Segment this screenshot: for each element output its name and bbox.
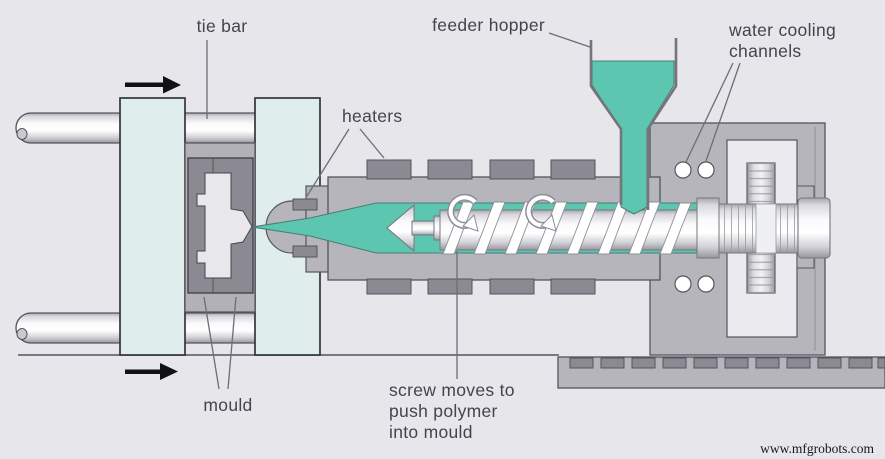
water-cooling-channels (674, 161, 715, 293)
machine-base (557, 356, 885, 389)
label-screw-note-line1: screw moves to (389, 380, 515, 400)
leader-lines (203, 32, 741, 390)
leader-heaters-2 (359, 128, 385, 159)
base-rack-teeth (569, 357, 885, 369)
screw-rotation-arrow-icon (525, 193, 557, 232)
watermark: www.mfgrobots.com (760, 441, 874, 456)
mould-cavity (196, 172, 253, 279)
barrel-heaters-top (366, 159, 596, 180)
label-water-cooling-line2: channels (729, 41, 801, 61)
clamp-direction-arrow-icon (125, 363, 178, 380)
label-water-cooling-line1: water cooling (728, 20, 836, 40)
feeder-hopper (589, 38, 678, 215)
leader-heaters-1 (306, 128, 350, 197)
moving-platen (119, 97, 186, 356)
screw (386, 193, 699, 255)
hopper-wall-right (646, 38, 678, 210)
leader-water-cooling-2 (705, 62, 741, 162)
label-screw-note-line3: into mould (389, 422, 473, 442)
label-feeder-hopper: feeder hopper (432, 15, 545, 35)
shaft-end-collar (797, 197, 831, 259)
label-screw-note-line2: push polymer (389, 401, 498, 421)
clamp-direction-arrow-icon (125, 76, 181, 94)
label-heaters: heaters (342, 106, 402, 126)
nozzle-heater-band-top (292, 198, 318, 211)
leader-mould-1 (203, 296, 220, 390)
label-tie-bar: tie bar (197, 16, 248, 36)
label-mould: mould (203, 395, 252, 415)
hopper-wall-left (589, 40, 623, 205)
drive-shaft (696, 197, 831, 259)
leader-feeder-hopper (548, 32, 591, 48)
barrel-heaters-bottom (366, 278, 596, 295)
mould-assembly (184, 142, 256, 313)
nozzle-heater-band-bottom (292, 245, 318, 258)
screw-rotation-arrow-icon (447, 193, 479, 232)
leader-water-cooling-1 (685, 62, 734, 163)
leader-mould-2 (227, 296, 237, 390)
